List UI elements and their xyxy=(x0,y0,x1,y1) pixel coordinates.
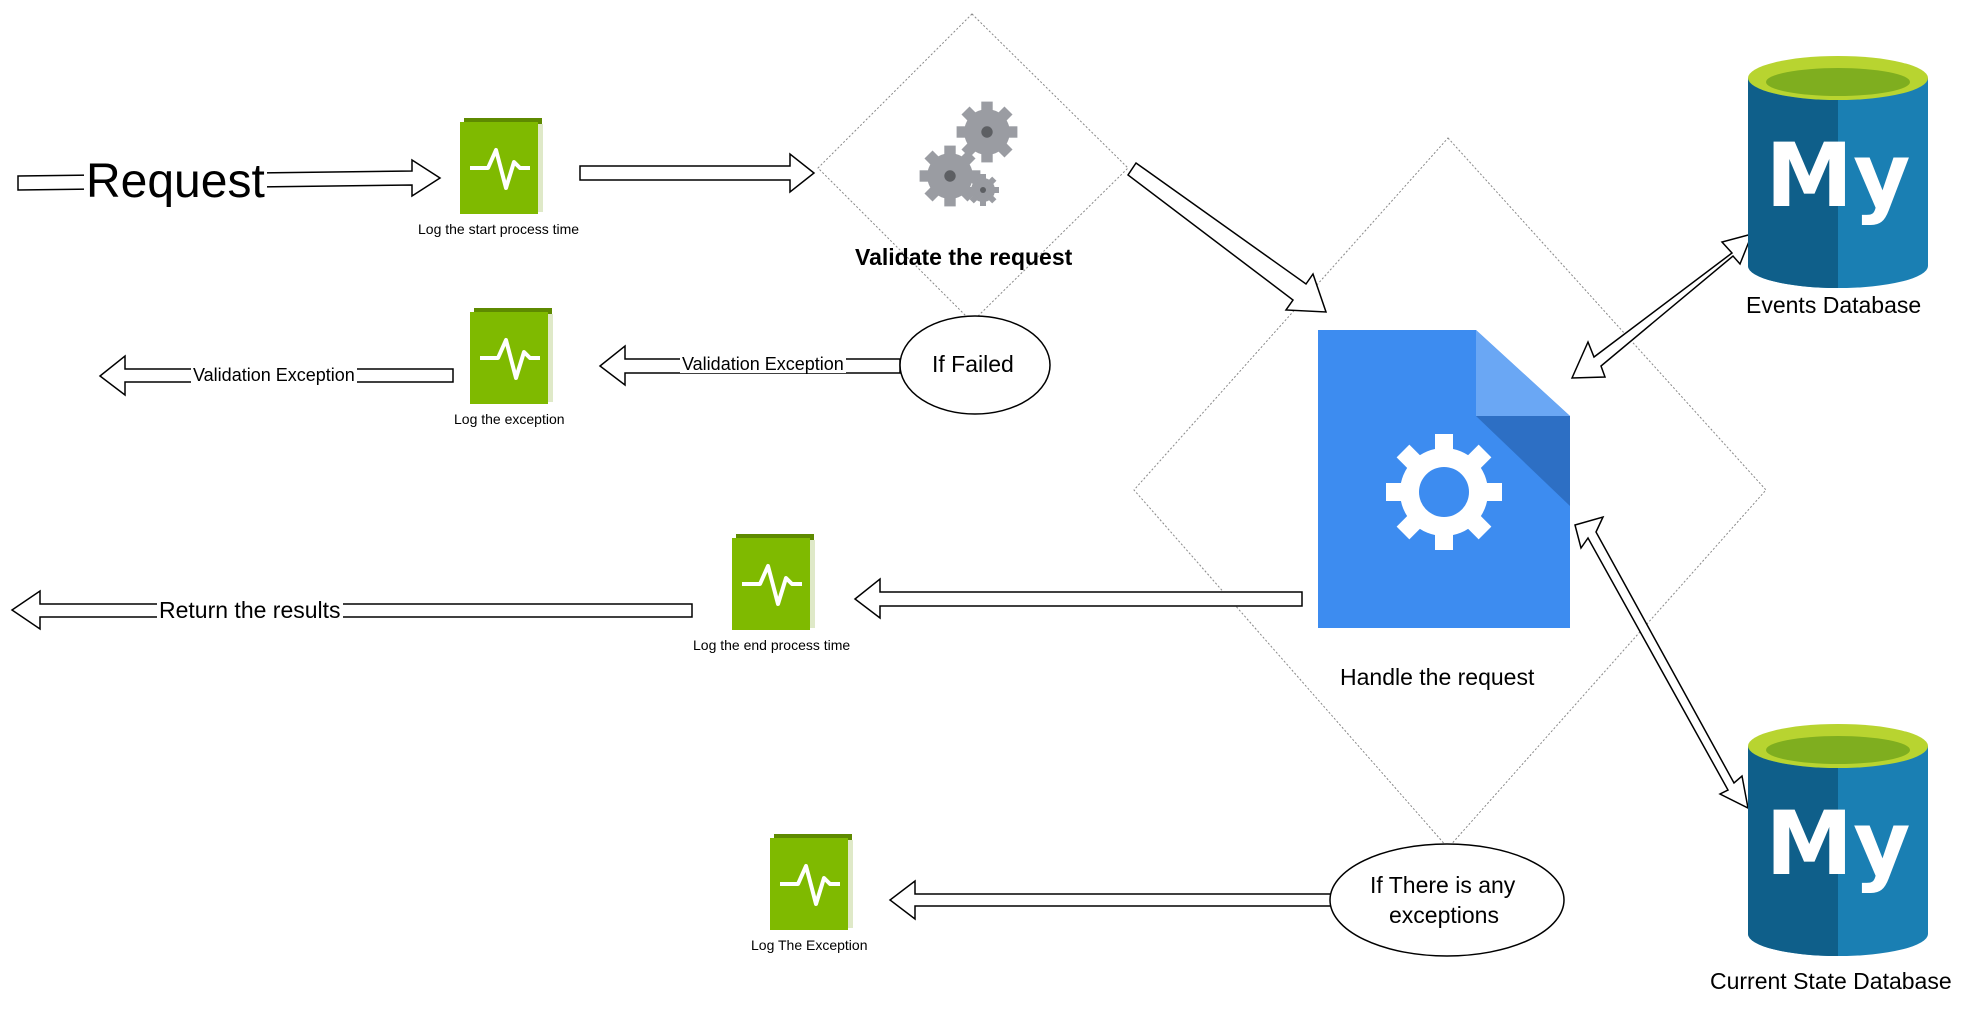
arrow-handle-events-db xyxy=(1570,232,1754,379)
if-exceptions-node xyxy=(1329,843,1565,957)
events-db-label: Events Database xyxy=(1746,292,1922,318)
log-book-icon xyxy=(768,832,855,932)
current-state-db-label: Current State Database xyxy=(1710,968,1952,994)
log-exception-label: Log the exception xyxy=(454,411,565,427)
db-logo-text: My xyxy=(1766,792,1911,895)
if-exceptions-label-line2: exceptions xyxy=(1389,902,1499,928)
document-gear-icon xyxy=(1318,330,1570,628)
log-book-icon xyxy=(730,532,817,632)
if-exceptions-label-line1: If There is any xyxy=(1370,872,1516,898)
validate-label: Validate the request xyxy=(855,244,1073,270)
log-start-label: Log the start process time xyxy=(418,221,580,237)
db-logo-text: My xyxy=(1766,124,1911,227)
gears-icon xyxy=(919,101,1018,207)
log-book-icon xyxy=(468,306,555,406)
if-failed-label: If Failed xyxy=(932,351,1014,377)
arrow-end-log-to-return xyxy=(10,589,693,631)
arrow-log-to-validate xyxy=(579,152,816,194)
mysql-database-icon: My xyxy=(1748,56,1928,288)
arrow-exceptions-to-log xyxy=(888,879,1339,921)
arrow-validate-to-handle xyxy=(1126,161,1328,313)
validation-exception-label-right: Validation Exception xyxy=(680,354,846,374)
arrow-handle-to-end-log xyxy=(853,577,1303,620)
log-final-exception-label: Log The Exception xyxy=(751,937,868,953)
if-failed-node xyxy=(899,315,1051,415)
handle-label: Handle the request xyxy=(1340,664,1535,690)
log-book-icon xyxy=(458,116,545,216)
request-label: Request xyxy=(84,155,267,208)
log-end-label: Log the end process time xyxy=(693,637,851,653)
return-results-label: Return the results xyxy=(157,597,343,623)
validate-diamond xyxy=(817,13,1129,323)
validation-exception-label-left: Validation Exception xyxy=(191,365,357,385)
arrow-handle-state-db xyxy=(1574,515,1750,810)
mysql-database-icon: My xyxy=(1748,724,1928,956)
